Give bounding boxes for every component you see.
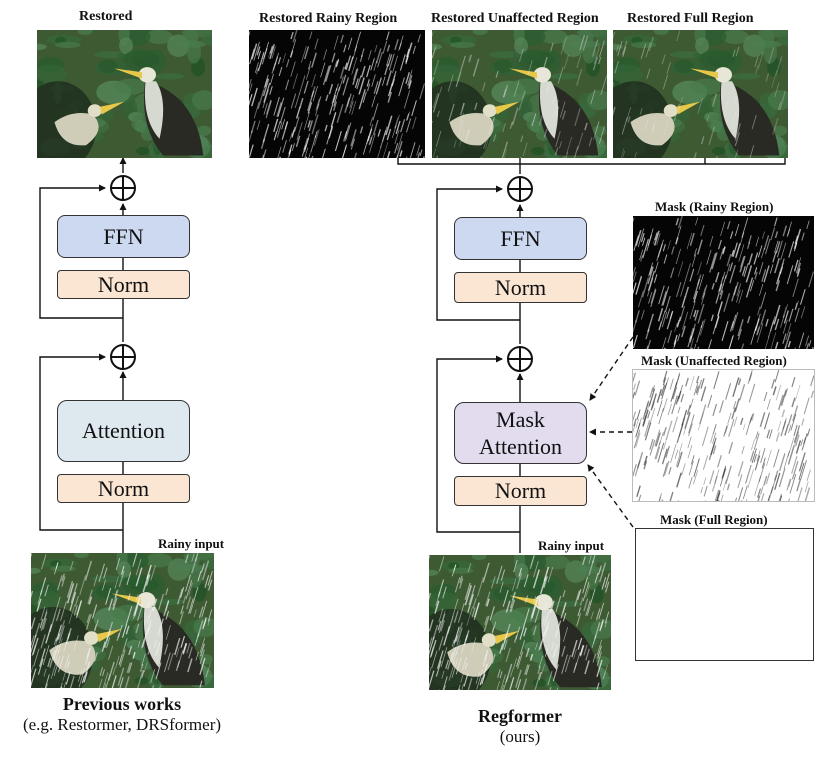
left-attention-block: Attention	[57, 400, 190, 462]
plus-circle-icon	[110, 344, 136, 370]
plus-circle-icon	[110, 175, 136, 201]
left-caption-subtitle: (e.g. Restormer, DRSformer)	[22, 715, 222, 734]
mask-attention-line2: Attention	[478, 434, 563, 459]
mask-rainy-label: Mask (Rainy Region)	[655, 199, 774, 214]
restored-full-label: Restored Full Region	[627, 11, 754, 26]
restored-unaffected-label: Restored Unaffected Region	[431, 11, 599, 26]
left-restored-image	[37, 30, 212, 158]
right-norm-bottom: Norm	[454, 476, 587, 506]
mask-full-image	[635, 528, 814, 661]
left-norm-bottom: Norm	[57, 474, 190, 503]
restored-rainy-image	[249, 30, 425, 158]
left-caption-title: Previous works	[62, 694, 182, 714]
right-caption-title: Regformer	[478, 706, 562, 726]
right-caption: Regformer (ours)	[430, 706, 610, 747]
left-restored-label: Restored	[79, 9, 133, 24]
right-norm-top: Norm	[454, 272, 587, 303]
right-rainy-input-label: Rainy input	[538, 538, 605, 553]
mask-full-arrow	[587, 464, 634, 528]
left-residual-1	[39, 353, 123, 531]
right-caption-subtitle: (ours)	[499, 727, 541, 746]
mask-unaffected-image	[632, 369, 815, 502]
left-rainy-input-image	[31, 553, 214, 688]
restored-full-image	[613, 30, 788, 158]
right-rainy-input-image	[429, 555, 611, 690]
mask-rainy-arrow	[589, 336, 634, 401]
left-ffn-block: FFN	[57, 215, 190, 258]
mask-unaffected-label: Mask (Unaffected Region)	[641, 353, 787, 368]
left-rainy-input-label: Rainy input	[158, 536, 225, 551]
mask-attention-line1: Mask	[496, 406, 545, 432]
right-ffn-block: FFN	[454, 217, 587, 260]
output-bracket	[397, 158, 786, 165]
mask-attention-block: Mask Attention	[454, 402, 587, 464]
right-residual-2	[436, 185, 520, 321]
restored-rainy-label: Restored Rainy Region	[259, 11, 398, 26]
left-norm-top: Norm	[57, 270, 190, 299]
right-residual-1	[436, 355, 520, 533]
plus-circle-icon	[507, 346, 533, 372]
left-residual-2	[39, 184, 123, 319]
mask-full-label: Mask (Full Region)	[660, 512, 768, 527]
mask-rainy-image	[633, 216, 814, 349]
plus-circle-icon	[507, 176, 533, 202]
restored-unaffected-image	[432, 30, 607, 158]
left-caption: Previous works (e.g. Restormer, DRSforme…	[0, 694, 244, 735]
